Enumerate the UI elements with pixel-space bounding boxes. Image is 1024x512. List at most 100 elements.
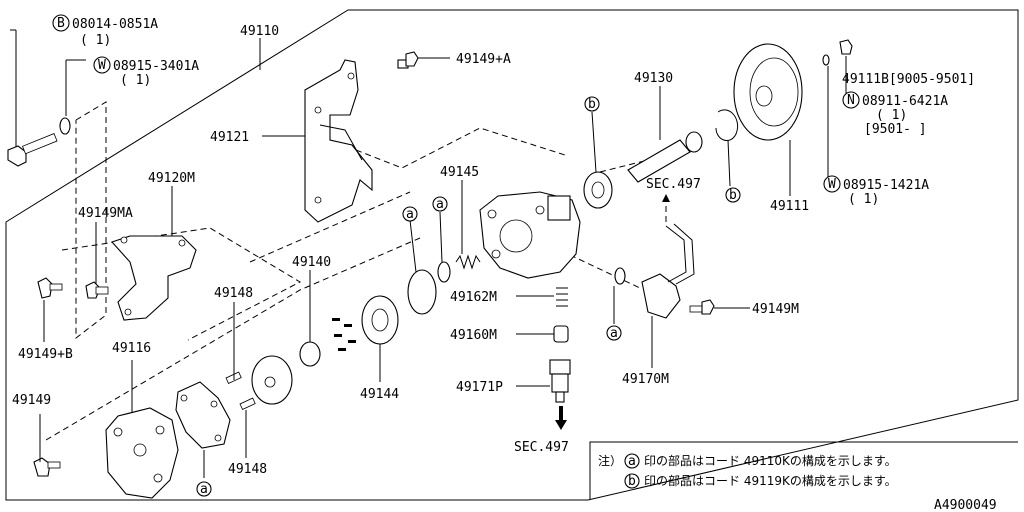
rear-cover-49116[interactable] (105, 407, 179, 499)
circle-mark-letter: b (588, 97, 596, 112)
nut-08911-6421a[interactable] (839, 39, 853, 98)
circle-mark-a: a (196, 481, 212, 497)
circle-mark-b: b (624, 473, 640, 489)
guide-line (599, 159, 649, 173)
drawing-number: A4900049 (934, 498, 997, 512)
o-ring[interactable] (437, 261, 451, 283)
pump-body[interactable] (479, 191, 581, 279)
assembly-frame (5, 9, 1019, 501)
dowel-pin-49148[interactable] (239, 397, 256, 410)
pulley-49111[interactable] (733, 43, 803, 141)
guide-line (249, 191, 411, 263)
oil-seal[interactable] (583, 171, 613, 209)
label-49130: 49130 (634, 71, 673, 86)
circle-mark-a: a (432, 196, 448, 212)
gasket[interactable] (175, 381, 231, 449)
label-sec497: SEC.497 (646, 177, 701, 192)
label-49120m: 49120M (148, 171, 195, 186)
label-08915-1421a-qty: ( 1) (848, 192, 879, 207)
label-49121: 49121 (210, 130, 249, 145)
circle-mark-w: W (93, 56, 111, 74)
o-ring[interactable] (407, 269, 437, 315)
circle-mark-a: a (606, 325, 622, 341)
circle-mark-b: b (584, 96, 600, 112)
circle-mark-b: B (52, 14, 70, 32)
label-49140: 49140 (292, 255, 331, 270)
circle-mark-b: b (725, 187, 741, 203)
note-line-1: 印の部品はコード 49110Kの構成を示します。 (644, 453, 897, 468)
label-08911-6421a-range: [9501- ] (864, 122, 927, 137)
circle-mark-letter: a (406, 207, 414, 222)
circle-mark-n: N (842, 91, 860, 109)
label-sec497: SEC.497 (514, 440, 569, 455)
label-49111: 49111 (770, 199, 809, 214)
pipe-49170m[interactable] (641, 223, 695, 319)
label-08915-3401a: 08915-3401A (113, 59, 199, 74)
circle-mark-letter: a (436, 197, 444, 212)
label-49116: 49116 (112, 341, 151, 356)
label-08915-3401a-qty: ( 1) (120, 73, 151, 88)
label-49110: 49110 (240, 24, 279, 39)
label-49111b: 49111B[9005-9501] (842, 72, 975, 87)
arrow-up-icon (662, 194, 670, 222)
o-ring[interactable] (614, 267, 626, 285)
label-08911-6421a: 08911-6421A (862, 94, 948, 109)
bolt-49149[interactable] (33, 457, 61, 477)
connector-49171p[interactable] (549, 359, 571, 403)
label-08915-1421a: 08915-1421A (843, 178, 929, 193)
rotor-vanes-49140[interactable] (299, 318, 356, 367)
label-49149-a: 49149+A (456, 52, 511, 67)
circle-mark-letter: B (57, 16, 65, 31)
guide-line (355, 127, 566, 169)
label-08014-0851a-qty: ( 1) (80, 33, 111, 48)
label-49145: 49145 (440, 165, 479, 180)
label-49149ma: 49149MA (78, 206, 133, 221)
bolt-49149ma[interactable] (85, 281, 109, 299)
bolt-08014-0851a[interactable] (7, 29, 58, 167)
leader-lines (39, 38, 791, 478)
circle-mark-w: W (823, 175, 841, 193)
note-box (589, 441, 1018, 500)
flow-control-spring-49162m[interactable] (556, 287, 568, 307)
circle-mark-letter: a (200, 482, 208, 497)
washer-08915-1421a[interactable] (822, 54, 830, 182)
label-49148: 49148 (228, 462, 267, 477)
label-49170m: 49170M (622, 372, 669, 387)
circle-mark-letter: b (628, 474, 636, 489)
spring-49145[interactable] (455, 254, 481, 270)
label-49148: 49148 (214, 286, 253, 301)
bolt-49149m[interactable] (689, 299, 715, 315)
circle-mark-a: a (624, 453, 640, 469)
circle-mark-letter: b (729, 188, 737, 203)
label-49171p: 49171P (456, 380, 503, 395)
label-49149: 49149 (12, 393, 51, 408)
bolt-49149-a[interactable] (397, 51, 419, 69)
circle-mark-letter: a (610, 326, 618, 341)
bolt-49149-b[interactable] (37, 277, 63, 299)
note-line-2: 印の部品はコード 49119Kの構成を示します。 (644, 473, 897, 488)
cam-ring-49144[interactable] (361, 295, 399, 345)
circle-mark-a: a (402, 206, 418, 222)
note-prefix: 注） (598, 453, 622, 468)
guide-line (569, 254, 641, 289)
flow-control-valve-49160m[interactable] (553, 325, 569, 343)
guide-line (75, 101, 107, 340)
circle-mark-letter: W (98, 58, 106, 73)
circle-mark-letter: N (847, 93, 855, 108)
circle-mark-letter: a (628, 454, 636, 469)
label-49144: 49144 (360, 387, 399, 402)
label-49149m: 49149M (752, 302, 799, 317)
label-08014-0851a: 08014-0851A (72, 17, 158, 32)
bracket-49121[interactable] (304, 59, 373, 223)
bracket-49120m[interactable] (111, 235, 197, 321)
label-08911-6421a-qty: ( 1) (876, 108, 907, 123)
label-49162m: 49162M (450, 290, 497, 305)
label-49160m: 49160M (450, 328, 497, 343)
washer-08915-3401a[interactable] (59, 59, 86, 135)
arrow-down-icon (555, 406, 567, 430)
shaft-49130[interactable] (627, 131, 703, 183)
snap-ring[interactable] (715, 109, 738, 142)
circle-mark-letter: W (828, 177, 836, 192)
pressure-plate[interactable] (251, 355, 293, 405)
